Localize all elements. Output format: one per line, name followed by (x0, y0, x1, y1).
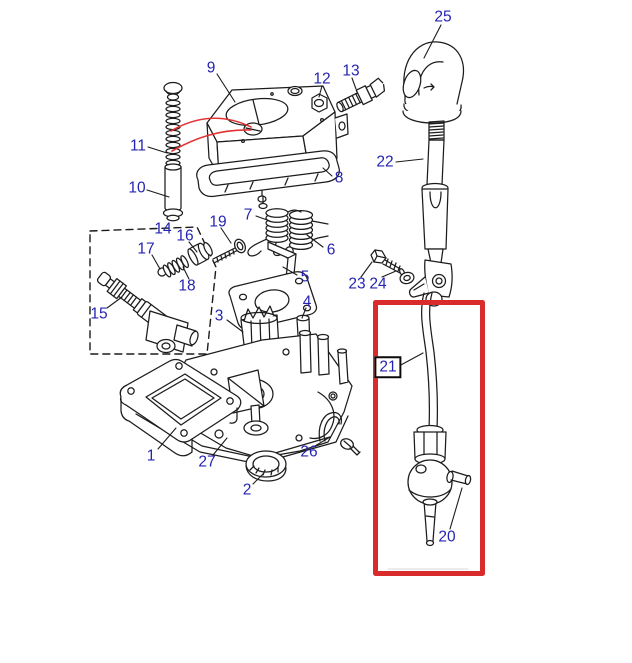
part-label-11: 11 (129, 137, 147, 155)
part-24-washer-drawing (399, 271, 415, 285)
part-label-2: 2 (242, 481, 252, 499)
part-label-7: 7 (243, 206, 253, 224)
part-12-nut-drawing (311, 93, 328, 113)
part-8-gasket-drawing (196, 150, 340, 210)
part-14-dashed-box (89, 226, 217, 355)
part-22-lever-upper-drawing (408, 120, 453, 307)
part-label-25: 25 (434, 8, 452, 26)
part-label-19: 19 (209, 213, 227, 231)
part-label-10: 10 (128, 179, 146, 197)
part-15-valve-drawing (96, 271, 199, 354)
part-label-5: 5 (300, 268, 310, 286)
part-label-21: 21 (374, 356, 402, 378)
part-18-spring-drawing (162, 255, 189, 278)
part-11-screw-drawing (163, 81, 183, 167)
leader-lines (106, 24, 463, 530)
part-20-pin-drawing (450, 470, 472, 486)
part-7-6-springs-drawing (247, 208, 329, 259)
part-label-20: 20 (438, 528, 456, 546)
part-26-clip-drawing (318, 411, 361, 456)
part-label-15: 15 (90, 305, 108, 323)
highlight-box (373, 300, 485, 576)
part-label-3: 3 (214, 307, 224, 325)
part-label-18: 18 (178, 277, 196, 295)
part-label-4: 4 (302, 293, 312, 311)
part-label-13: 13 (342, 62, 360, 80)
part-16-cap-drawing (187, 242, 213, 266)
part-label-1: 1 (146, 447, 156, 465)
part-label-17: 17 (137, 240, 155, 258)
part-label-16: 16 (176, 227, 194, 245)
part-label-12: 12 (313, 70, 331, 88)
part-label-23: 23 (348, 275, 366, 293)
part-10-sleeve-drawing (162, 163, 184, 222)
part-label-27: 27 (198, 453, 216, 471)
part-13-screw-drawing (336, 77, 386, 113)
pointer-curves (170, 117, 252, 152)
part-label-9: 9 (206, 59, 216, 77)
part-label-26: 26 (300, 443, 318, 461)
part-23-bolt-drawing (370, 249, 405, 276)
part-21-lever-lower-drawing (387, 292, 472, 570)
part-25-knob-drawing (402, 41, 464, 124)
part-2-ring-drawing (245, 450, 287, 482)
part-label-22: 22 (376, 153, 394, 171)
part-label-6: 6 (326, 241, 336, 259)
part-label-8: 8 (334, 169, 344, 187)
part-label-14: 14 (154, 220, 172, 238)
part-label-24: 24 (369, 275, 387, 293)
part-19-screw-drawing (212, 238, 247, 264)
part-1-flange-drawing (119, 358, 242, 457)
